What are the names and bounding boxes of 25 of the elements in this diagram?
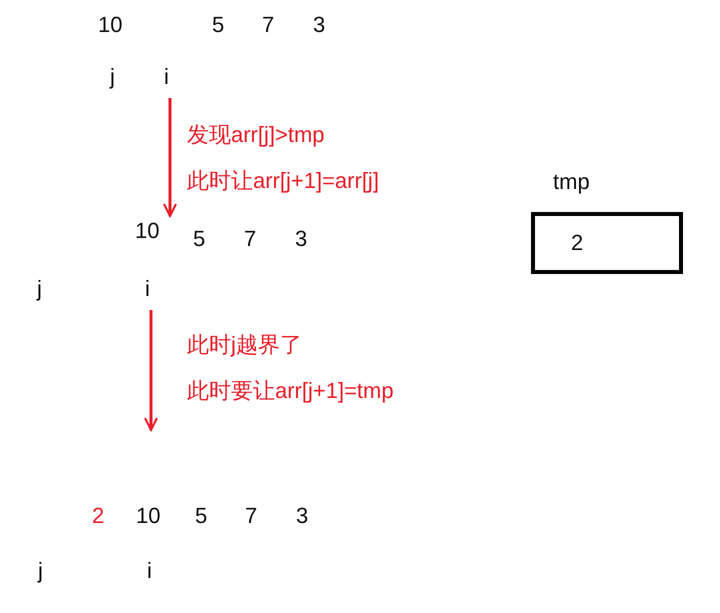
array-label: 10 <box>98 12 122 38</box>
array-label: 10 <box>136 503 160 529</box>
variable-value: 2 <box>571 230 584 256</box>
array-label: i <box>164 64 169 90</box>
array-label: j <box>38 558 43 584</box>
arrow <box>163 98 177 218</box>
array-label: 5 <box>195 503 208 529</box>
array-label: 3 <box>295 226 308 252</box>
array-label: 5 <box>193 226 206 252</box>
array-label: i <box>145 276 150 302</box>
annotation-text: 此时要让arr[j+1]=tmp <box>187 378 394 404</box>
array-label: 5 <box>212 12 224 38</box>
array-label: 10 <box>135 218 160 244</box>
array-label: 7 <box>262 12 274 38</box>
array-label: 7 <box>244 226 256 252</box>
array-label: j <box>110 64 115 90</box>
variable-name: tmp <box>553 169 590 195</box>
arrow <box>144 310 158 432</box>
highlighted-number: 2 <box>92 503 104 529</box>
array-label: 3 <box>296 503 308 529</box>
array-label: j <box>37 276 42 302</box>
array-label: 7 <box>245 503 258 529</box>
array-label: 3 <box>313 12 326 38</box>
array-label: i <box>147 558 152 584</box>
variable-box <box>531 212 683 274</box>
